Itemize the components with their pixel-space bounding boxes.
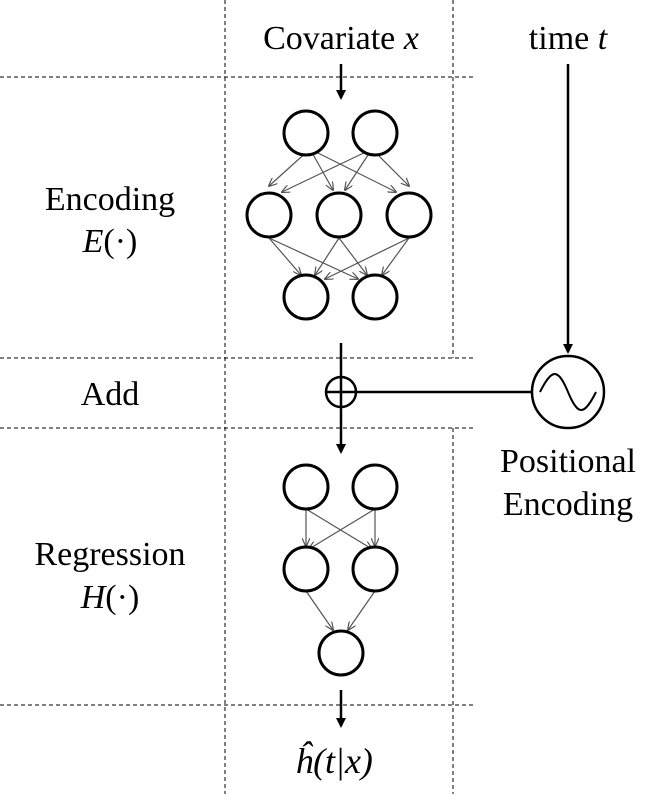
regression-title: Regression [34, 536, 185, 573]
regression-node-output [317, 629, 365, 677]
covariate-label: Covariate x [263, 20, 419, 57]
encoding-node-hidden-3 [385, 191, 433, 239]
encoding-node-hidden-1 [245, 191, 293, 239]
regression-node-hidden-2 [351, 545, 399, 593]
regression-function: H(·) [80, 579, 140, 616]
regression-network-edges [306, 508, 375, 630]
add-operator-icon [324, 375, 358, 409]
encoding-node-output-1 [282, 273, 330, 321]
add-title: Add [81, 376, 140, 413]
regression-node-input-1 [282, 463, 330, 511]
regression-node-hidden-1 [282, 545, 330, 593]
time-label: time t [529, 20, 609, 57]
encoding-network [245, 109, 433, 321]
positional-encoding-sine-icon [530, 354, 606, 430]
output-hazard-label: ĥ(t|x) [295, 741, 373, 781]
encoding-node-input-2 [351, 109, 399, 157]
encoding-node-output-2 [351, 273, 399, 321]
grid-lines [0, 0, 475, 794]
regression-network [282, 463, 399, 677]
encoding-node-hidden-2 [315, 191, 363, 239]
encoding-node-input-1 [282, 109, 330, 157]
positional-encoding-line1: Positional [500, 443, 636, 480]
positional-encoding-line2: Encoding [503, 486, 633, 523]
encoding-function: E(·) [82, 223, 138, 260]
encoding-network-edges [269, 148, 409, 279]
encoding-title: Encoding [45, 181, 175, 218]
regression-node-input-2 [351, 463, 399, 511]
